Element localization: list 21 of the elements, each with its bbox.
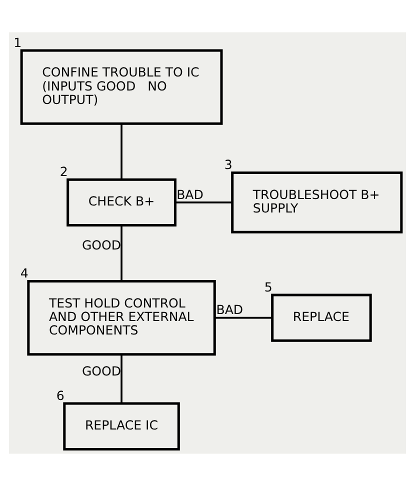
node-box: TROUBLESHOOT B+ SUPPLY (230, 170, 402, 233)
edge-label: GOOD (81, 362, 121, 378)
node-box: REPLACE (270, 293, 372, 342)
node-label: 4 (20, 265, 28, 280)
node-label: 6 (56, 387, 64, 402)
node-box: REPLACE IC (62, 402, 180, 450)
edge-label: BAD (176, 186, 203, 202)
node-label: 1 (13, 34, 22, 50)
connector (174, 201, 232, 203)
node-label: 3 (224, 156, 232, 172)
node-box: TEST HOLD CONTROL AND OTHER EXTERNAL COMPONENTS (26, 280, 216, 356)
node-box: CHECK B+ (66, 178, 176, 226)
connector (120, 123, 122, 179)
connector (120, 354, 122, 403)
node-label: 2 (59, 163, 68, 178)
node-label: 5 (264, 278, 272, 294)
edge-label: BAD (216, 302, 243, 317)
edge-label: GOOD (81, 237, 121, 252)
node-box: CONFINE TROUBLE TO IC (INPUTS GOOD NO OUTPUT) (20, 48, 222, 124)
connector (120, 225, 122, 280)
connector (214, 316, 272, 318)
